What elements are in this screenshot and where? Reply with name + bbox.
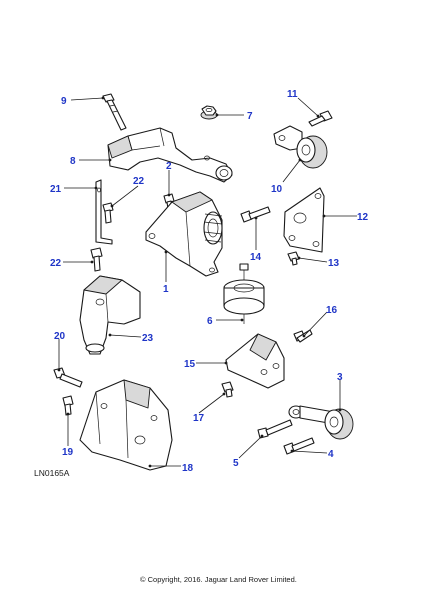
callout-18: 18 [182, 463, 194, 474]
part-14-bolt [240, 206, 271, 223]
callout-22-upper: 22 [133, 176, 145, 187]
part-18-crossmember [79, 379, 173, 471]
callout-21: 21 [50, 184, 62, 195]
callout-6: 6 [207, 316, 213, 327]
leader-dots [57, 96, 342, 468]
part-7-nut [200, 105, 218, 120]
callout-5: 5 [233, 458, 239, 469]
leader-lines [58, 97, 357, 467]
part-10-rear-mount [273, 125, 328, 169]
part-22-bolt-upper [102, 202, 114, 224]
part-3-torque-rod [288, 405, 354, 440]
callout-15: 15 [184, 359, 196, 370]
part-9-bolt [102, 93, 127, 131]
callout-4: 4 [328, 449, 334, 460]
callout-20: 20 [54, 331, 66, 342]
callout-22-lower: 22 [50, 258, 62, 269]
copyright-notice: © Copyright, 2016. Jaguar Land Rover Lim… [140, 575, 297, 584]
callout-23: 23 [142, 333, 154, 344]
callout-11: 11 [287, 89, 298, 100]
part-8-upper-bracket [107, 127, 233, 183]
part-1-engine-mount [145, 191, 223, 277]
callout-1: 1 [163, 284, 169, 295]
part-15-bracket [225, 333, 285, 389]
callout-9: 9 [61, 96, 67, 107]
part-22-bolt-lower [90, 247, 103, 272]
part-20-bolt [53, 367, 83, 388]
part-5-bolt [257, 419, 293, 439]
callout-17: 17 [193, 413, 205, 424]
part-21-strap [95, 179, 113, 245]
callout-12: 12 [357, 212, 369, 223]
callout-7: 7 [247, 111, 253, 122]
callout-16: 16 [326, 305, 338, 316]
callout-13: 13 [328, 258, 340, 269]
callout-3: 3 [337, 372, 343, 383]
callout-10: 10 [271, 184, 283, 195]
callout-labels: 9 7 8 11 10 2 22 21 22 1 14 12 13 6 16 2… [50, 89, 369, 474]
callout-8: 8 [70, 156, 76, 167]
diagram-reference-code: LN0165A [34, 468, 70, 478]
part-19-bolt [62, 395, 74, 416]
part-12-plate [283, 187, 325, 253]
part-23-mount-block [79, 275, 141, 355]
callout-2: 2 [166, 161, 172, 172]
callout-14: 14 [250, 252, 262, 263]
part-6-hydromount [223, 263, 265, 324]
callout-19: 19 [62, 447, 74, 458]
part-17-bolt [221, 381, 234, 398]
part-11-bolt [308, 110, 333, 127]
part-13-bolt [287, 251, 300, 266]
